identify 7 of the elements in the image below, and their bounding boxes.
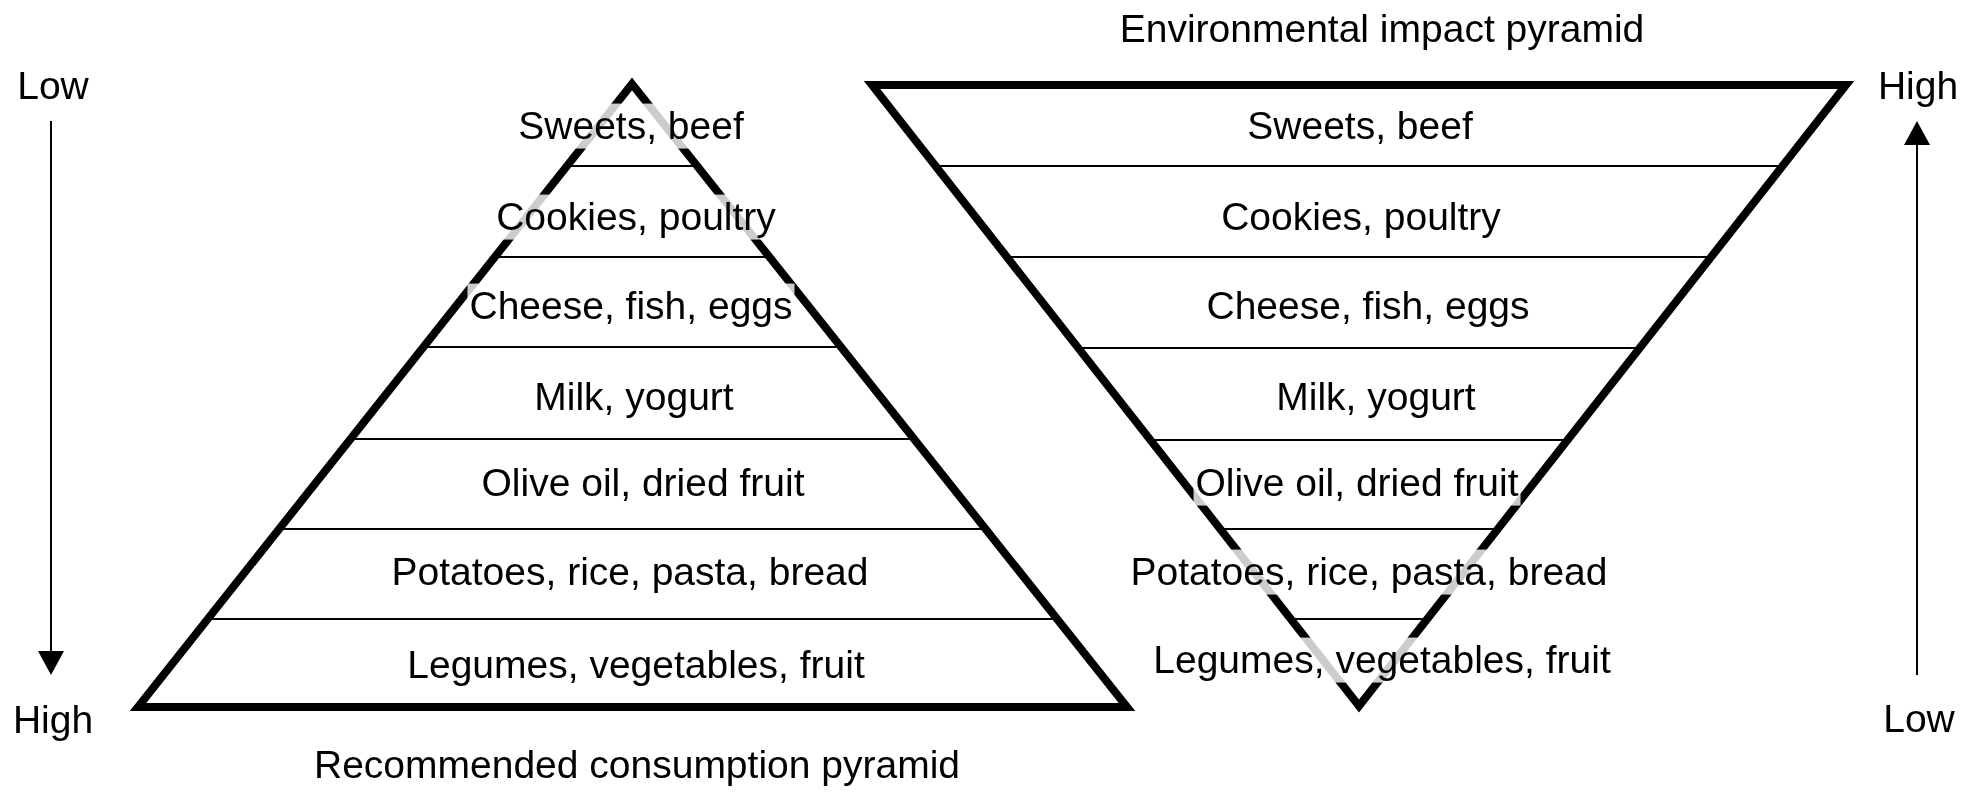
- pyramid-title: Environmental impact pyramid: [1119, 6, 1645, 52]
- scale-label: High: [1877, 63, 1959, 109]
- pyramid-tier: Cheese, fish, eggs: [467, 283, 795, 329]
- scale-label: Low: [17, 63, 89, 109]
- pyramid-title: Recommended consumption pyramid: [314, 742, 960, 788]
- scale-label: Low: [1883, 696, 1955, 742]
- scale-label: High: [12, 697, 94, 743]
